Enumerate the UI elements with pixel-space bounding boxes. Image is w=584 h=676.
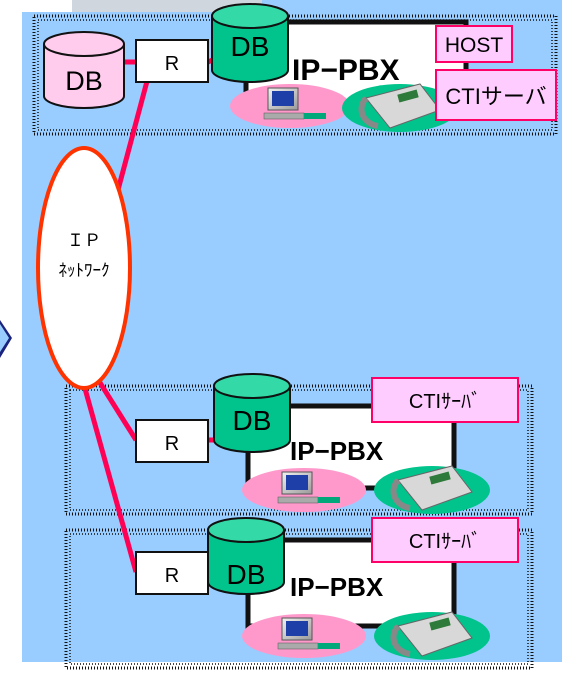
pc-mid-icon <box>277 471 340 504</box>
db-bottom-label: DB <box>227 559 266 590</box>
pc-top-icon <box>263 87 326 120</box>
cti-mid-label: CTIｻｰﾊﾞ <box>409 390 481 413</box>
cti-top-label: CTIサーバ <box>445 84 546 109</box>
db-top-cylinder <box>211 3 289 83</box>
top-site-box <box>32 14 558 136</box>
router-top-label: R <box>165 53 179 75</box>
ip-network-cloud <box>36 146 132 390</box>
router-top <box>135 39 209 83</box>
router-bottom <box>135 551 209 595</box>
router-bottom-label: R <box>165 565 179 587</box>
host-label: HOST <box>445 34 504 57</box>
db-left-label: DB <box>65 66 103 96</box>
db-mid-label: DB <box>233 405 272 436</box>
cti-bottom-label-box <box>371 517 519 563</box>
cti-bottom-label: CTIｻｰﾊﾞ <box>409 530 481 553</box>
db-top-label: DB <box>231 31 270 62</box>
db-mid-cylinder <box>213 373 291 453</box>
cti-mid-label-box <box>371 377 519 423</box>
pbx-mid-label: IP−PBX <box>290 436 384 466</box>
bottom-site-box <box>64 528 534 670</box>
cti-top-label-box <box>435 69 557 121</box>
host-label-box <box>435 25 513 63</box>
phone-bottom-icon <box>390 611 473 657</box>
db-bottom-cylinder <box>207 517 285 595</box>
pbx-bottom-label: IP−PBX <box>290 572 384 602</box>
phone-mid-icon <box>390 465 473 511</box>
network-label-line1: ＩＰ <box>67 231 101 250</box>
pbx-top-label: IP−PBX <box>292 54 400 87</box>
phone-top-icon <box>358 83 441 129</box>
pc-bottom-icon <box>277 617 340 650</box>
network-label-line2: ﾈｯﾄﾜｰｸ <box>59 261 110 280</box>
db-left-cylinder <box>43 31 125 109</box>
router-mid <box>135 419 209 463</box>
router-mid-label: R <box>165 433 179 455</box>
